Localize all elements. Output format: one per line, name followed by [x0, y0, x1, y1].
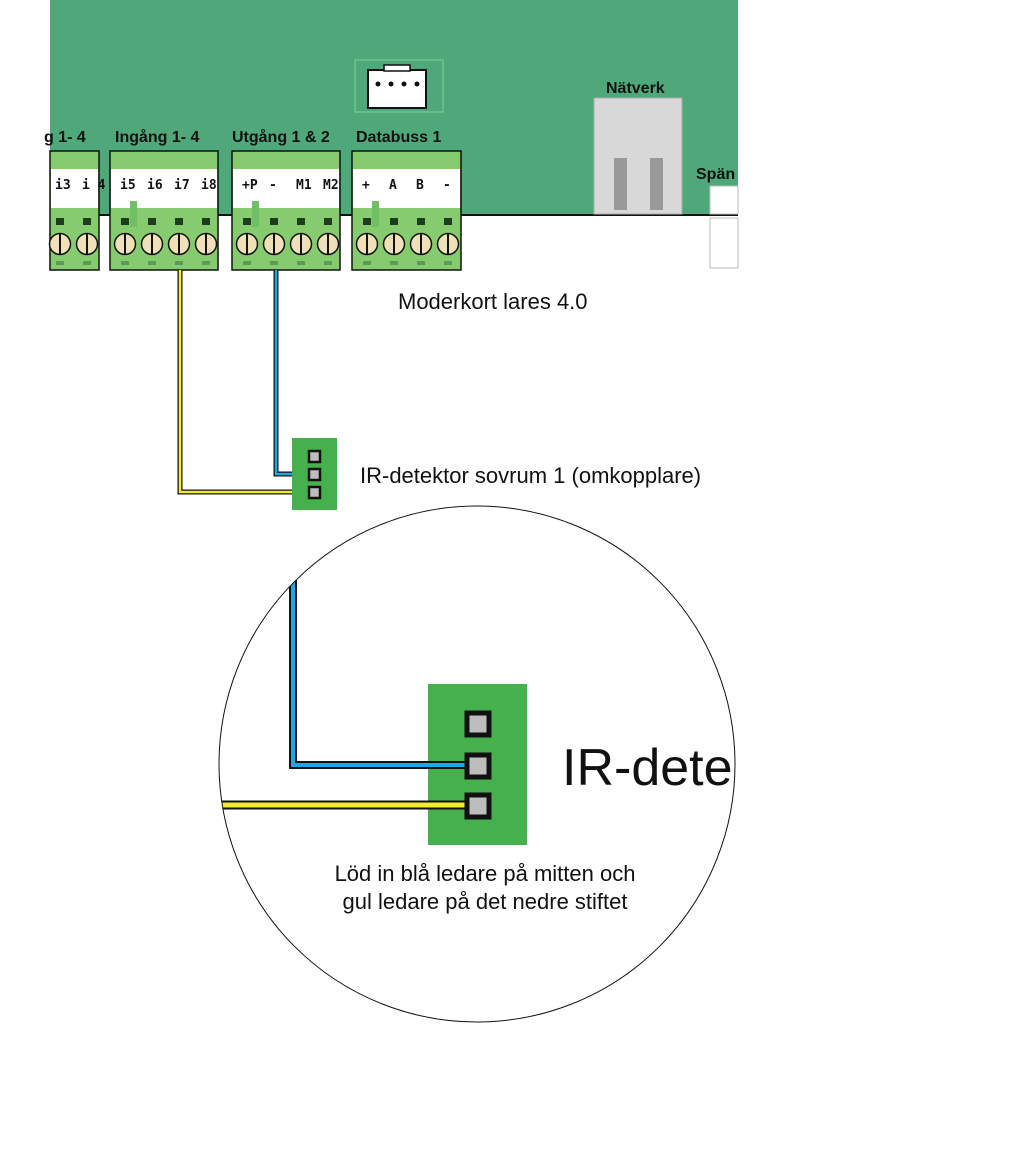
- board-connector: [354, 59, 444, 113]
- zoom-circle: [218, 505, 736, 1023]
- instruction-line-1: Löd in blå ledare på mitten och: [335, 861, 636, 886]
- terminal-pin-label: i3: [55, 178, 71, 193]
- terminal-pin-label: +P: [242, 178, 258, 193]
- terminal-pin-label: A: [389, 178, 397, 193]
- terminal-pin-label: i5: [120, 178, 136, 193]
- instruction-line-2: gul ledare på det nedre stiftet: [343, 889, 628, 914]
- ir-detector-small: [292, 438, 337, 510]
- terminal-title-in-5-8: Ingång 1- 4: [115, 128, 200, 146]
- terminal-pin-label: -: [269, 178, 277, 193]
- terminal-title-out: Utgång 1 & 2: [232, 128, 330, 146]
- power-connector: [709, 185, 739, 269]
- terminal-pin-label: i8: [201, 178, 217, 193]
- terminal-pin-label: +: [362, 178, 370, 193]
- network-label: Nätverk: [606, 80, 665, 97]
- terminal-pin-label: M1: [296, 178, 312, 193]
- terminal-pin-label: i6: [147, 178, 163, 193]
- terminal-block-bus: + A B -: [351, 150, 462, 271]
- board-caption: Moderkort lares 4.0: [398, 289, 588, 314]
- terminal-pin-label: i7: [174, 178, 190, 193]
- terminal-pin-label: -: [443, 178, 451, 193]
- power-label: Spän: [696, 166, 735, 183]
- terminal-block-in-1-4: i3 i 4: [48, 150, 106, 271]
- detector-label: IR-detektor sovrum 1 (omkopplare): [360, 463, 701, 488]
- zoom-detector-label: IR-dete: [562, 739, 733, 797]
- zoom-detail: IR-dete: [219, 560, 733, 845]
- terminal-block-out: +P- M1 M2: [231, 150, 341, 271]
- terminal-block-in-5-8: i5 i6 i7 i8: [109, 150, 219, 271]
- terminal-title-bus: Databuss 1: [356, 129, 441, 146]
- terminal-title-in-1-4: g 1- 4: [44, 129, 86, 146]
- terminal-pin-label: i 4: [82, 178, 106, 193]
- terminal-pin-label: B: [416, 178, 424, 193]
- network-jack: [593, 97, 683, 215]
- terminal-pin-label: M2: [323, 178, 339, 193]
